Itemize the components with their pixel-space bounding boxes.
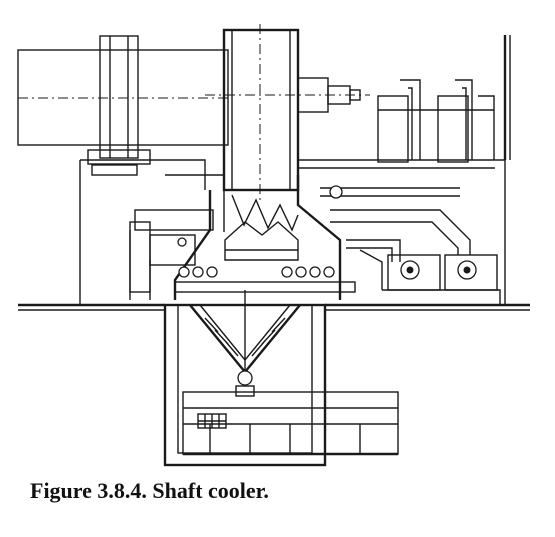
rotary-kiln bbox=[17, 35, 230, 165]
air-nozzles bbox=[174, 266, 356, 293]
cooler-shaft bbox=[173, 175, 342, 300]
cooling-fans bbox=[359, 249, 501, 305]
ground-line bbox=[18, 303, 530, 311]
figure-caption: Figure 3.8.4. Shaft cooler. bbox=[30, 478, 269, 503]
discharge-chutes bbox=[189, 290, 301, 397]
air-pipe-rack bbox=[298, 159, 506, 305]
left-ducting bbox=[129, 209, 214, 300]
kiln-hood bbox=[205, 24, 370, 200]
kiln-support bbox=[79, 159, 224, 305]
shaft-cooler-diagram bbox=[17, 24, 530, 467]
foundation-pit bbox=[163, 303, 399, 467]
upright-post bbox=[503, 35, 511, 160]
vertical-pipes bbox=[377, 79, 495, 163]
